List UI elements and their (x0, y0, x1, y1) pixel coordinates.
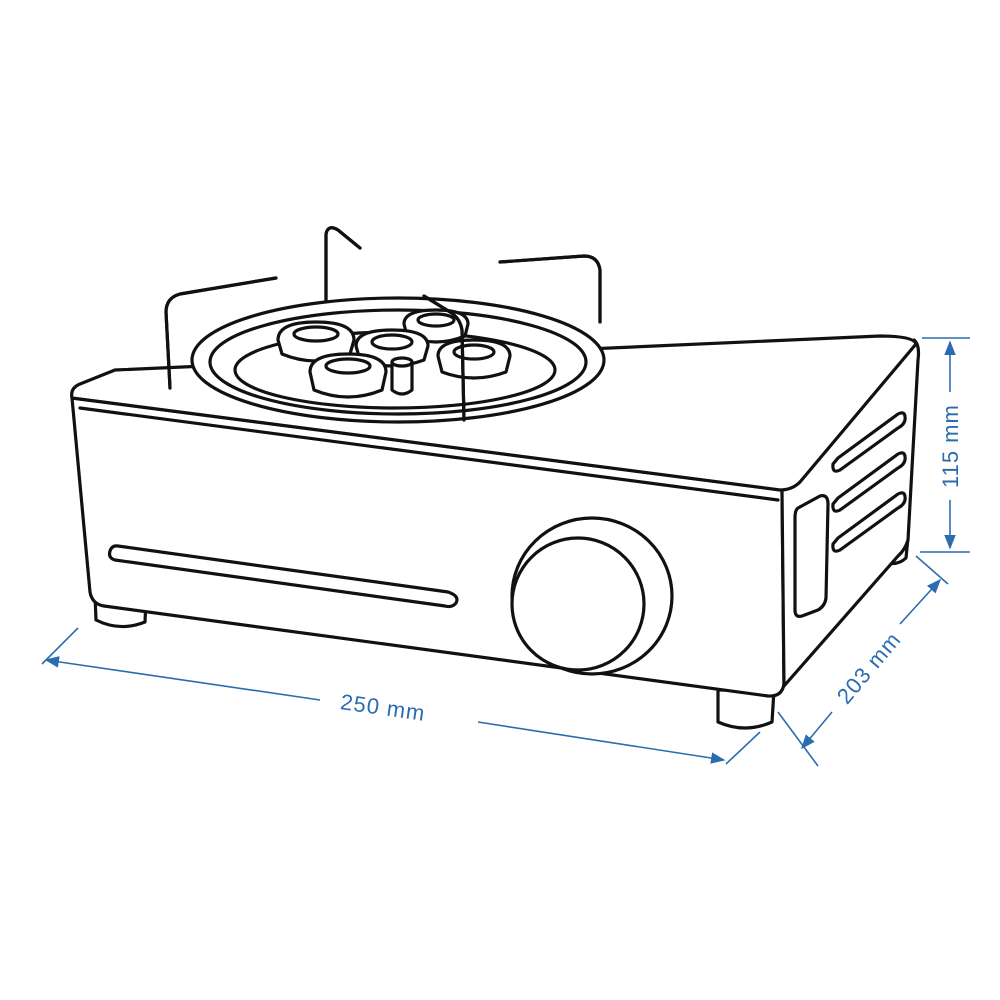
vent-3 (831, 491, 907, 553)
width-label: 250 mm (339, 689, 427, 726)
control-knob (510, 516, 674, 676)
burner-heads (276, 308, 512, 399)
vent-2 (831, 451, 907, 513)
depth-label: 203 mm (832, 627, 906, 709)
height-label: 115 mm (938, 404, 963, 488)
burner-assembly (190, 296, 606, 424)
pot-supports (164, 226, 602, 422)
side-panel (793, 494, 830, 618)
height-dimension: 115 mm (920, 337, 970, 553)
front-slot (107, 544, 459, 609)
vent-1 (831, 411, 907, 473)
